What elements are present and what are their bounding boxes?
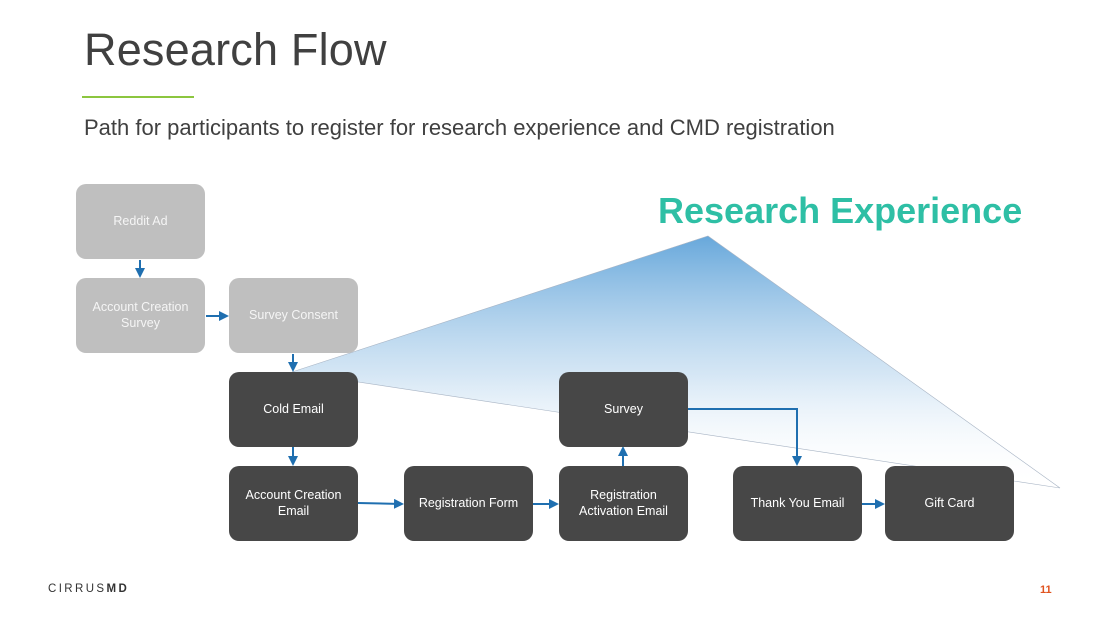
flow-connectors xyxy=(135,260,885,509)
node-survey: Survey xyxy=(559,372,688,447)
research-experience-triangle xyxy=(291,235,1061,489)
cirrusmd-logo: CIRRUSMD xyxy=(48,583,129,595)
logo-text-light: CIRRUS xyxy=(48,583,107,595)
node-cold-email: Cold Email xyxy=(229,372,358,447)
node-survey-consent: Survey Consent xyxy=(229,278,358,353)
node-account-creation-survey: Account Creation Survey xyxy=(76,278,205,353)
arrow-account-email-to-registration-form xyxy=(357,498,404,509)
title-underline xyxy=(82,96,194,98)
arrow-survey-to-thank-you xyxy=(688,408,802,466)
node-gift-card: Gift Card xyxy=(885,466,1014,541)
slide-title: Research Flow xyxy=(84,24,387,75)
page-number: 11 xyxy=(1040,584,1052,596)
node-registration-form: Registration Form xyxy=(404,466,533,541)
node-thank-you-email: Thank You Email xyxy=(733,466,862,541)
research-experience-heading: Research Experience xyxy=(658,190,1023,231)
node-reddit-ad: Reddit Ad xyxy=(76,184,205,259)
slide-subtitle: Path for participants to register for re… xyxy=(84,115,835,140)
node-registration-activation-email: Registration Activation Email xyxy=(559,466,688,541)
node-account-creation-email: Account Creation Email xyxy=(229,466,358,541)
logo-text-bold: MD xyxy=(106,583,130,595)
